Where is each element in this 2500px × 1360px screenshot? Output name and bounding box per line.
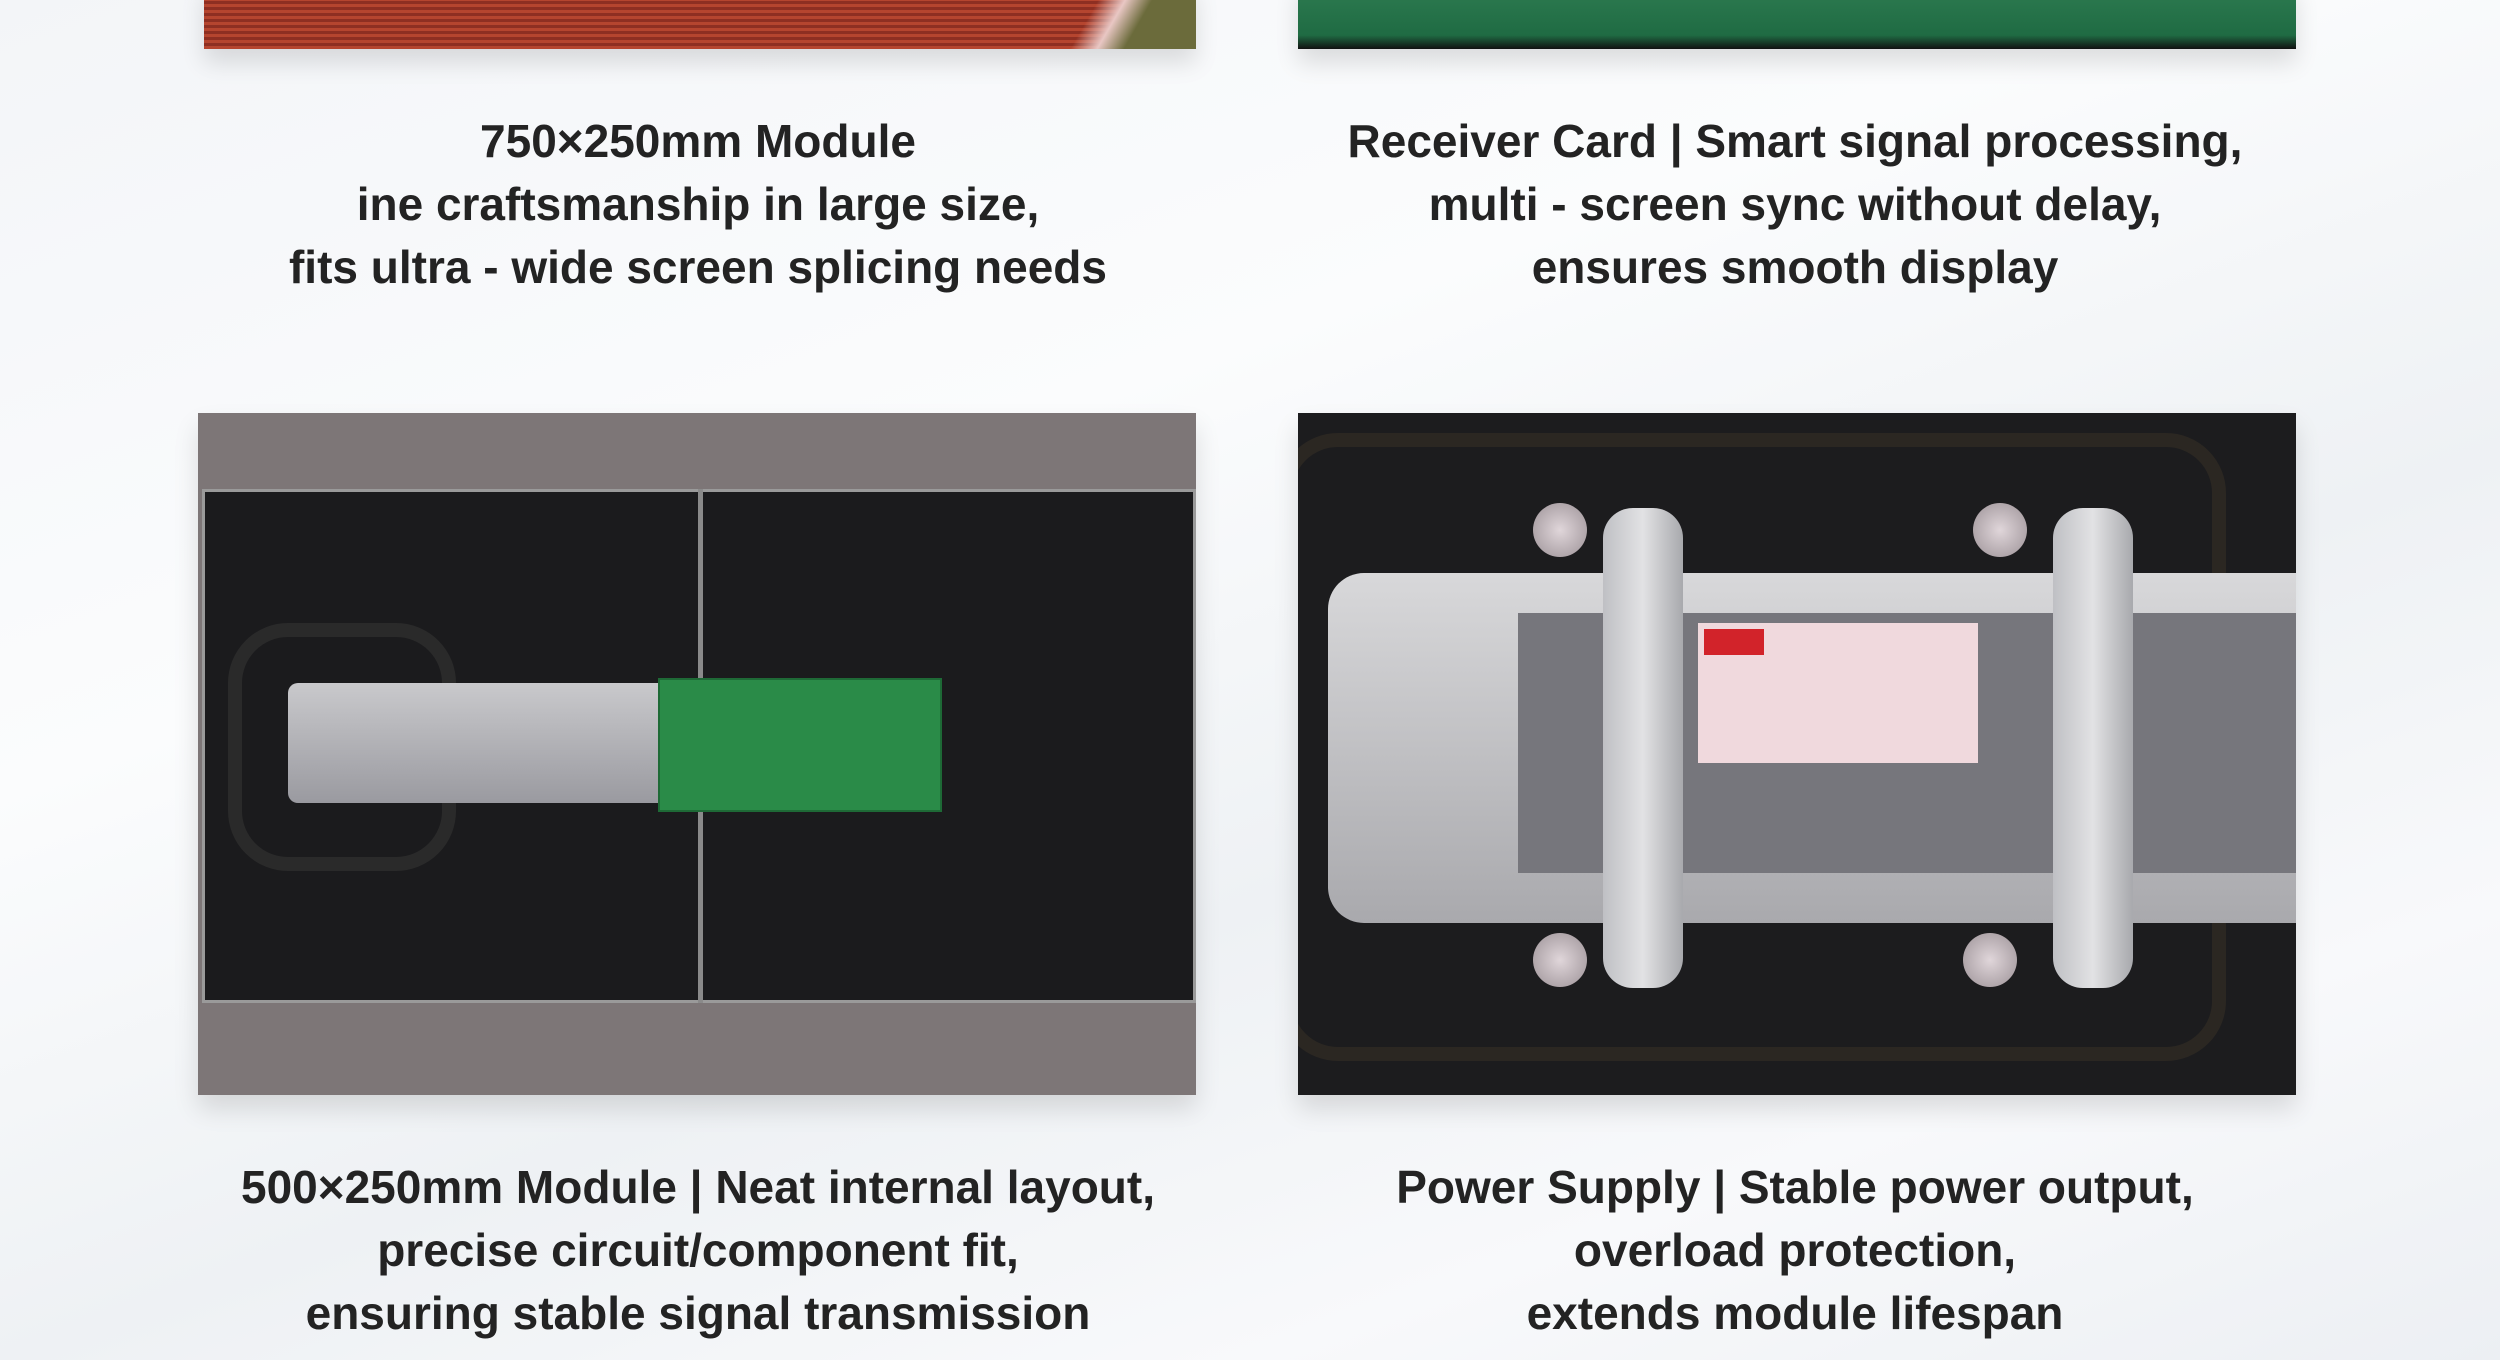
receiver-card <box>658 678 942 812</box>
caption-line: ensures smooth display <box>1531 241 2059 293</box>
caption-receiver-card: Receiver Card | Smart signal processing,… <box>1245 110 2345 299</box>
screen-glare <box>1056 0 1196 49</box>
mount-bracket <box>1603 508 1683 988</box>
caption-line: multi - screen sync without delay, <box>1428 178 2162 230</box>
caption-line: ine craftsmanship in large size, <box>356 178 1040 230</box>
mount-bracket <box>2053 508 2133 988</box>
caption-title: 500×250mm Module | Neat internal layout, <box>240 1161 1155 1213</box>
brand-logo <box>1704 629 1764 655</box>
magnet <box>1963 933 2017 987</box>
magnet <box>1533 503 1587 557</box>
caption-line: fits ultra - wide screen splicing needs <box>288 241 1107 293</box>
led-module-750x250-photo <box>204 0 1196 49</box>
caption-title: Power Supply | Stable power output, <box>1396 1161 2194 1213</box>
caption-line: precise circuit/component fit, <box>377 1224 1019 1276</box>
caption-line: extends module lifespan <box>1526 1287 2064 1339</box>
caption-500x250-module: 500×250mm Module | Neat internal layout,… <box>148 1156 1248 1345</box>
caption-750x250-module: 750×250mm Module ine craftsmanship in la… <box>148 110 1248 299</box>
led-module-500x250-interior-photo <box>198 413 1196 1095</box>
caption-title: Receiver Card | Smart signal processing, <box>1347 115 2243 167</box>
magnet <box>1973 503 2027 557</box>
power-supply-photo <box>1298 413 2296 1095</box>
power-supply-label <box>1698 623 1978 763</box>
caption-title: 750×250mm Module <box>480 115 916 167</box>
receiver-card-photo <box>1298 0 2296 49</box>
caption-line: ensuring stable signal transmission <box>305 1287 1091 1339</box>
caption-line: overload protection, <box>1573 1224 2017 1276</box>
magnet <box>1533 933 1587 987</box>
caption-power-supply: Power Supply | Stable power output, over… <box>1245 1156 2345 1345</box>
